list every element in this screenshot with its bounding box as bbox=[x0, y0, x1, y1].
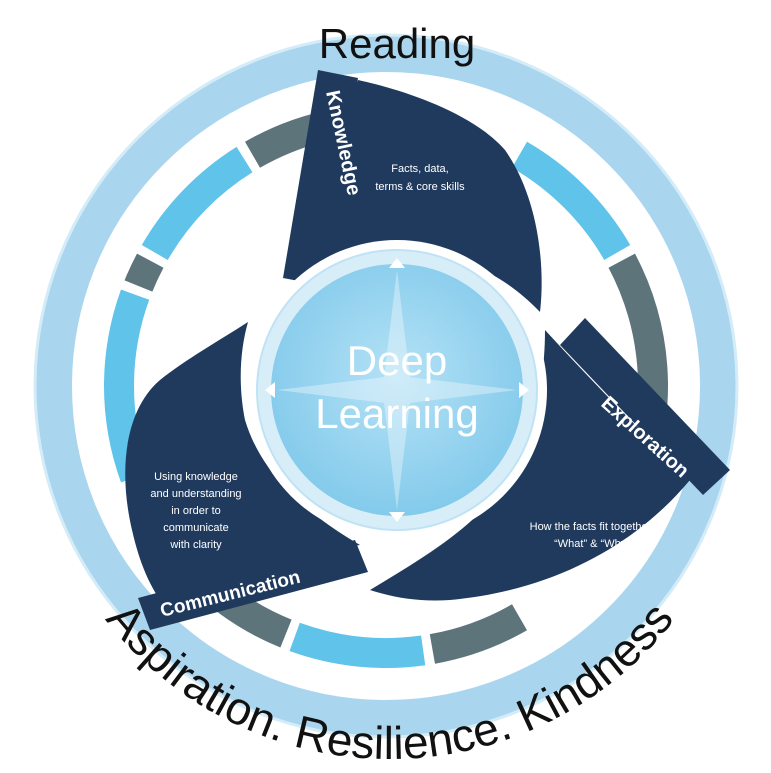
blade-exploration-shape bbox=[370, 330, 690, 601]
outer-ring bbox=[36, 36, 736, 736]
communication-desc-4: communicate bbox=[163, 522, 228, 534]
blade-communication-shape bbox=[125, 322, 360, 600]
segment-top-left-light bbox=[141, 146, 253, 260]
communication-desc-3: in order to bbox=[171, 505, 221, 517]
blade-knowledge: Knowledge Facts, data, terms & core skil… bbox=[283, 70, 542, 312]
compass-marker-top-icon bbox=[389, 258, 405, 268]
compass-marker-right-icon bbox=[519, 382, 529, 398]
exploration-desc-2: “What” & “Why” bbox=[554, 538, 630, 550]
tab-communication bbox=[138, 540, 368, 630]
tab-knowledge bbox=[283, 70, 358, 285]
center-inner bbox=[271, 264, 523, 516]
segment-bottom-light bbox=[289, 622, 426, 668]
outer-ring-edge bbox=[33, 33, 739, 739]
compass-marker-left-icon bbox=[265, 382, 275, 398]
compass-rose-icon bbox=[277, 270, 517, 510]
knowledge-desc-2: terms & core skills bbox=[375, 181, 465, 193]
knowledge-desc-1: Facts, data, bbox=[391, 163, 448, 175]
blade-communication: Communication Using knowledge and unders… bbox=[125, 322, 368, 630]
center-line-1: Deep bbox=[347, 337, 447, 384]
exploration-desc-1: How the facts fit together; bbox=[530, 521, 655, 533]
communication-desc-5: with clarity bbox=[169, 539, 222, 551]
segment-top-right-light bbox=[512, 141, 631, 260]
compass-marker-bottom-icon bbox=[389, 512, 405, 522]
communication-desc-2: and understanding bbox=[150, 488, 241, 500]
center-disc: Deep Learning bbox=[247, 240, 547, 540]
reading-label: Reading bbox=[319, 20, 475, 67]
segment-top-left-dark bbox=[245, 113, 321, 168]
communication-desc-1: Using knowledge bbox=[154, 471, 238, 483]
segment-left-dark bbox=[124, 253, 164, 292]
segment-bottom-right-dark bbox=[429, 604, 527, 664]
blade-exploration: Exploration How the facts fit together; … bbox=[370, 318, 730, 601]
tab-exploration bbox=[560, 318, 730, 495]
blade-knowledge-shape bbox=[322, 80, 542, 312]
center-line-2: Learning bbox=[315, 390, 478, 437]
